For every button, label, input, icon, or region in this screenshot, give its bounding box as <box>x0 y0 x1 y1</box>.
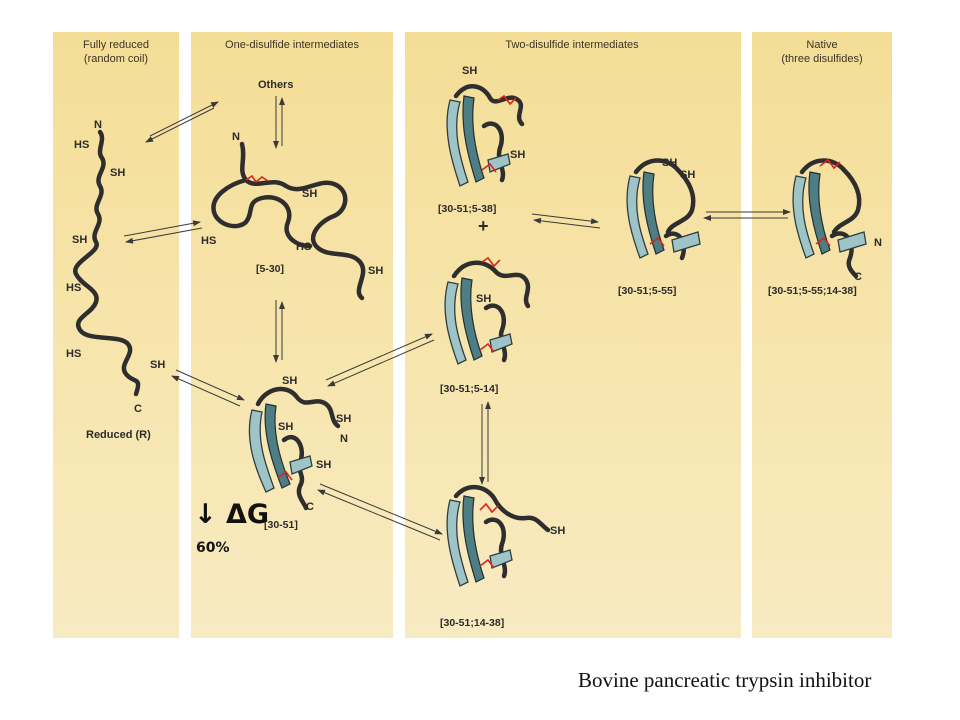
two514-code: [30-51;5-14] <box>440 383 498 395</box>
panel-title-reduced-1: Fully reduced <box>83 39 149 51</box>
panel-two-disulfide <box>405 32 741 638</box>
intermediate-30-51-5-14 <box>444 256 531 365</box>
reduced-chain <box>73 129 141 397</box>
two538-sh1: SH <box>462 65 477 77</box>
two514-sh1: SH <box>476 293 491 305</box>
panel-title-one: One-disulfide intermediates <box>225 39 359 51</box>
i3051-c-label: C <box>306 501 314 513</box>
two555-code: [30-51;5-55] <box>618 285 676 297</box>
two1438-code: [30-51;14-38] <box>440 617 504 629</box>
reduced-sh3: SH <box>150 359 165 371</box>
native-n-label: N <box>874 237 882 249</box>
i3051-sh4: SH <box>316 459 331 471</box>
i530-n-label: N <box>232 131 240 143</box>
panel-title-reduced-2: (random coil) <box>84 53 148 65</box>
reduced-hs1: HS <box>74 139 89 151</box>
plus-sign: + <box>478 216 489 236</box>
reduced-sh1: SH <box>110 167 125 179</box>
delta-g-label: ↓ ΔG <box>194 499 270 530</box>
native-c-label: C <box>854 271 862 283</box>
i3051-sh3: SH <box>336 413 351 425</box>
i530-sh1: SH <box>302 188 317 200</box>
intermediate-30-51 <box>248 386 341 511</box>
i3051-code: [30-51] <box>264 519 298 531</box>
panel-one-disulfide <box>191 32 393 638</box>
others-label: Others <box>258 79 293 91</box>
reduced-hs3: HS <box>66 348 81 360</box>
two555-sh2: SH <box>680 169 695 181</box>
reduced-hs2: HS <box>66 282 81 294</box>
native-code: [30-51;5-55;14-38] <box>768 285 857 297</box>
reduced-n-label: N <box>94 119 102 131</box>
two555-sh1: SH <box>662 157 677 169</box>
panel-title-native-2: (three disulfides) <box>781 53 862 65</box>
intermediate-5-30 <box>211 141 366 301</box>
equilibrium-arrows <box>123 96 791 541</box>
i530-sh2: SH <box>368 265 383 277</box>
i530-code: [5-30] <box>256 263 284 275</box>
reduced-c-label: C <box>134 403 142 415</box>
native-fold <box>792 158 867 279</box>
two538-sh2: SH <box>510 149 525 161</box>
intermediate-30-51-5-55 <box>626 158 701 261</box>
percent-label: 60% <box>196 540 230 556</box>
i530-hs2: HS <box>296 241 311 253</box>
i530-hs1: HS <box>201 235 216 247</box>
panel-title-two: Two-disulfide intermediates <box>505 39 639 51</box>
reduced-caption: Reduced (R) <box>86 429 151 441</box>
i3051-sh2: SH <box>278 421 293 433</box>
panel-native <box>752 32 892 638</box>
intermediate-30-51-14-38 <box>446 485 551 587</box>
reduced-sh2: SH <box>72 234 87 246</box>
figure-caption: Bovine pancreatic trypsin inhibitor <box>578 668 872 692</box>
panel-title-native-1: Native <box>806 39 837 51</box>
i3051-n-label: N <box>340 433 348 445</box>
two538-code: [30-51;5-38] <box>438 203 496 215</box>
i3051-sh1: SH <box>282 375 297 387</box>
panel-fully-reduced <box>53 32 179 638</box>
two1438-sh1: SH <box>550 525 565 537</box>
intermediate-30-51-5-38 <box>446 84 525 187</box>
